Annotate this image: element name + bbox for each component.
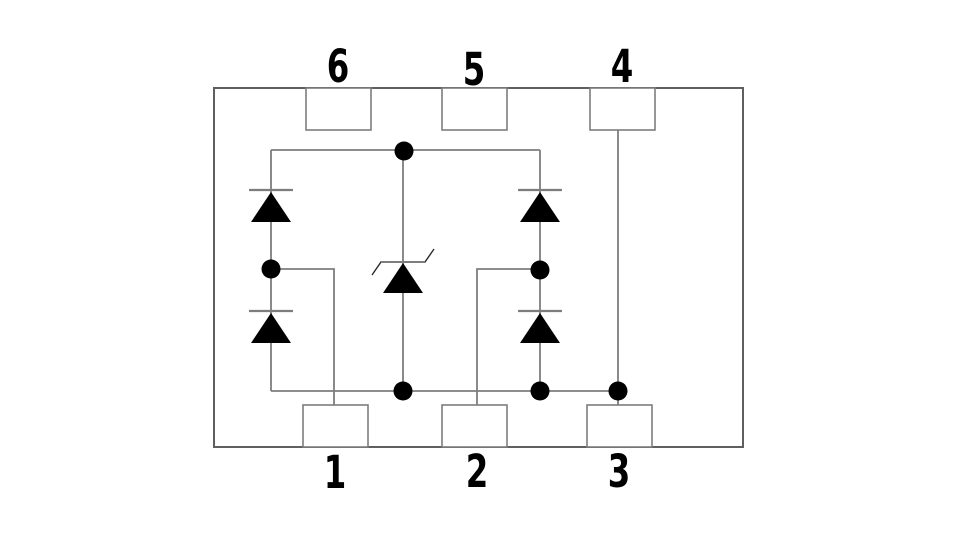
pin-pad-3 — [586, 404, 653, 448]
pin-pad-6 — [305, 87, 372, 131]
pin-pad-2 — [441, 404, 508, 448]
diode-triangle — [251, 192, 291, 222]
steering-diode-right-lower-icon — [518, 309, 562, 343]
junction-dot-group — [261, 141, 628, 401]
junction-dot — [261, 259, 281, 279]
pin-label-5: 5 — [463, 45, 486, 97]
component-group — [249, 188, 562, 343]
steering-diode-right-upper-icon — [518, 188, 562, 222]
pin-pad-1 — [302, 404, 369, 448]
pin-label-1: 1 — [324, 448, 347, 500]
junction-dot — [393, 381, 413, 401]
pin-label-2: 2 — [466, 447, 489, 499]
pin-label-6: 6 — [327, 42, 350, 94]
diode-triangle — [520, 313, 560, 343]
pin1-stub-wire — [271, 268, 335, 405]
junction-dot — [608, 381, 628, 401]
pin-pad-5 — [441, 87, 508, 131]
diode-triangle — [383, 263, 423, 293]
junction-dot — [530, 260, 550, 280]
pin-pad-4 — [589, 87, 656, 131]
steering-diode-left-upper-icon — [249, 188, 293, 222]
wire-group — [270, 130, 619, 405]
junction-dot — [530, 381, 550, 401]
diode-triangle — [251, 313, 291, 343]
zener-diode-icon — [371, 248, 435, 293]
pin-label-4: 4 — [611, 42, 634, 94]
junction-dot — [394, 141, 414, 161]
package-outline — [213, 87, 744, 448]
pin2-stub-wire — [476, 268, 540, 405]
steering-diode-left-lower-icon — [249, 309, 293, 343]
pin-pad-group — [302, 87, 656, 448]
pin-label-3: 3 — [608, 447, 631, 499]
pin-label-group: 6 5 4 1 2 3 — [324, 42, 634, 500]
diode-triangle — [520, 192, 560, 222]
